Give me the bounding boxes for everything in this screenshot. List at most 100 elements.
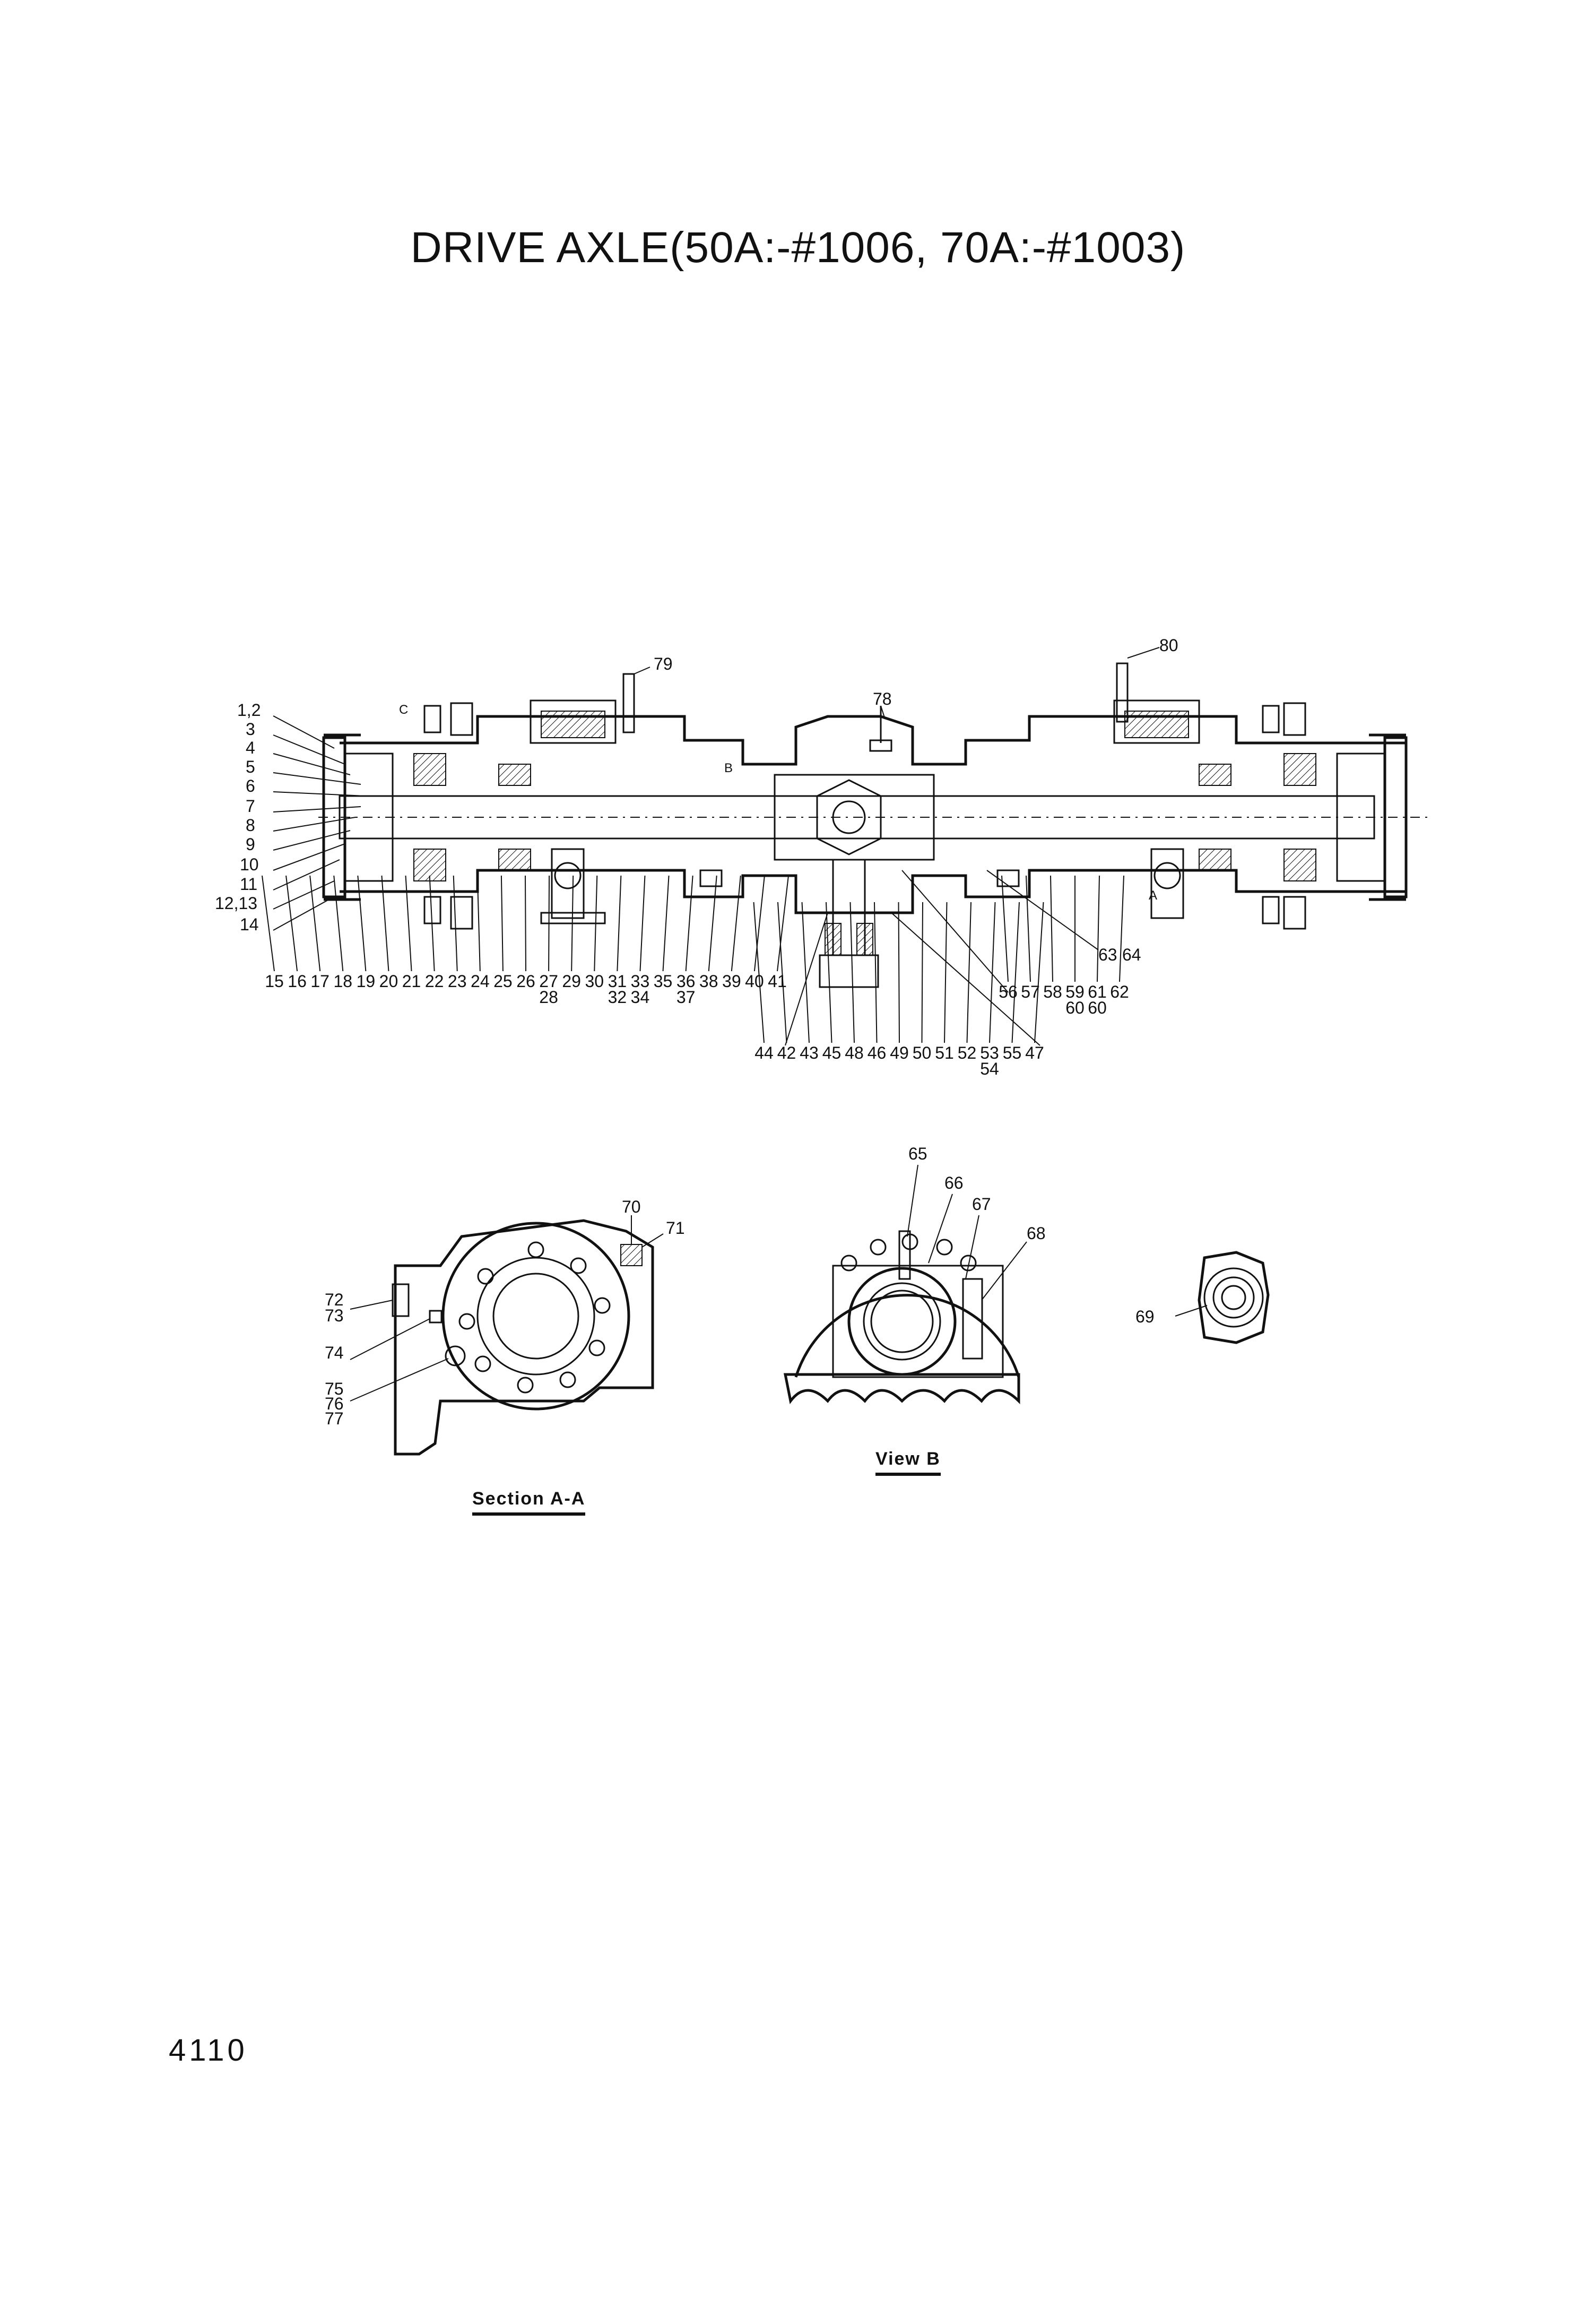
callout-sub-60: 60 xyxy=(1065,998,1085,1017)
leader-56 xyxy=(1001,875,1009,982)
label-7: 7 xyxy=(246,797,255,816)
view-b-drawing xyxy=(783,1230,1020,1405)
view-b-leaders xyxy=(907,1164,1027,1301)
callout-47: 47 xyxy=(1025,1043,1044,1062)
leader-49 xyxy=(898,902,900,1043)
leader-61 xyxy=(1097,875,1100,982)
label-66: 66 xyxy=(944,1173,964,1192)
leader-62 xyxy=(1119,875,1124,982)
callout-31: 31 xyxy=(608,972,627,991)
callout-25: 25 xyxy=(493,972,513,991)
leader-36 xyxy=(685,875,693,972)
label-8: 8 xyxy=(246,816,255,835)
leader-50 xyxy=(921,902,923,1043)
callout-sub-60: 60 xyxy=(1088,998,1107,1017)
label-74: 74 xyxy=(325,1343,344,1362)
callout-51: 51 xyxy=(935,1043,954,1062)
callout-61: 61 xyxy=(1088,982,1107,1001)
leader-35 xyxy=(662,875,670,972)
callout-22: 22 xyxy=(425,972,444,991)
leader-45 xyxy=(826,902,832,1043)
callout-52: 52 xyxy=(958,1043,977,1062)
callout-27: 27 xyxy=(539,972,558,991)
leader-25 xyxy=(500,875,504,972)
leader-44 xyxy=(753,902,765,1043)
leader-21 xyxy=(405,875,412,972)
diagram-title: DRIVE AXLE(50A:-#1006, 70A:-#1003) xyxy=(410,223,1186,272)
callout-42: 42 xyxy=(777,1043,796,1062)
label-4: 4 xyxy=(246,738,255,757)
label-77: 77 xyxy=(325,1409,344,1428)
label-10: 10 xyxy=(240,855,259,874)
label-70: 70 xyxy=(622,1197,641,1216)
callout-58: 58 xyxy=(1043,982,1062,1001)
leader-42 xyxy=(777,902,787,1043)
callout-35: 35 xyxy=(654,972,673,991)
callout-38: 38 xyxy=(699,972,718,991)
leader-18 xyxy=(333,875,344,972)
label-79: 79 xyxy=(654,654,673,673)
marker-b: B xyxy=(724,761,733,775)
callout-49: 49 xyxy=(890,1043,909,1062)
page-number: 4110 xyxy=(169,2033,248,2068)
callout-56: 56 xyxy=(999,982,1018,1001)
label-67: 67 xyxy=(972,1195,991,1214)
callout-46: 46 xyxy=(868,1043,887,1062)
section-aa-labels: 70 71 72 73 74 75 76 77 xyxy=(325,1197,685,1428)
label-6: 6 xyxy=(246,776,255,795)
leader-41 xyxy=(777,875,789,972)
label-14: 14 xyxy=(240,915,259,934)
callout-23: 23 xyxy=(448,972,467,991)
callout-39: 39 xyxy=(722,972,741,991)
label-1-2: 1,2 xyxy=(237,701,261,720)
callout-29: 29 xyxy=(562,972,581,991)
leader-22 xyxy=(429,875,435,972)
label-68: 68 xyxy=(1027,1224,1046,1243)
leader-30 xyxy=(594,875,598,972)
flange-drawing xyxy=(1175,1251,1270,1344)
callout-59: 59 xyxy=(1065,982,1085,1001)
callout-sub-54: 54 xyxy=(980,1059,999,1078)
callout-44: 44 xyxy=(754,1043,774,1062)
callout-36: 36 xyxy=(676,972,696,991)
leader-38 xyxy=(708,875,717,972)
axle-cross-section xyxy=(318,662,1433,988)
label-76: 76 xyxy=(325,1394,344,1413)
callout-21: 21 xyxy=(402,972,421,991)
leader-31 xyxy=(617,875,622,972)
label-80: 80 xyxy=(1159,636,1178,655)
view-b-caption: View B xyxy=(875,1449,941,1476)
label-64: 64 xyxy=(1122,945,1141,964)
callout-53: 53 xyxy=(980,1043,999,1062)
label-71: 71 xyxy=(666,1218,685,1238)
leader-24 xyxy=(476,875,481,972)
callout-19: 19 xyxy=(357,972,376,991)
marker-c: C xyxy=(399,703,408,717)
leader-47 xyxy=(1034,902,1044,1043)
callout-15: 15 xyxy=(265,972,284,991)
callout-41: 41 xyxy=(768,972,787,991)
section-aa-leaders xyxy=(350,1215,664,1402)
callout-40: 40 xyxy=(745,972,764,991)
leader-46 xyxy=(874,902,878,1043)
leader-20 xyxy=(381,875,389,972)
leader-51 xyxy=(944,902,948,1043)
label-72: 72 xyxy=(325,1290,344,1309)
leader-19 xyxy=(357,875,367,972)
label-78: 78 xyxy=(873,689,892,708)
marker-a: A xyxy=(1149,888,1157,903)
leader-48 xyxy=(849,902,855,1043)
label-3: 3 xyxy=(246,720,255,739)
leader-52 xyxy=(966,902,972,1043)
callout-17: 17 xyxy=(310,972,329,991)
callout-26: 26 xyxy=(516,972,535,991)
callout-sub-37: 37 xyxy=(676,988,696,1007)
label-65: 65 xyxy=(908,1144,927,1163)
label-69: 69 xyxy=(1135,1307,1155,1326)
label-11: 11 xyxy=(240,875,257,894)
callout-55: 55 xyxy=(1003,1043,1022,1062)
leader-55 xyxy=(1011,902,1020,1043)
